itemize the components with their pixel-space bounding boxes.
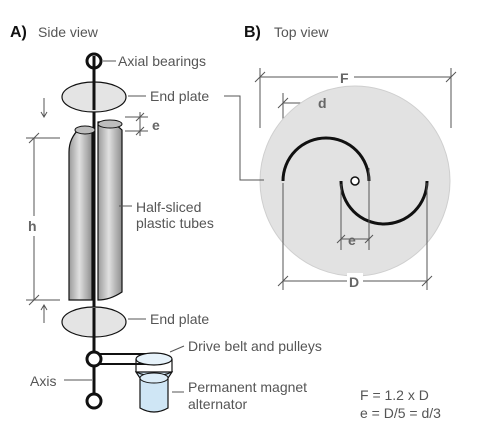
panel-a-title: Side view: [38, 24, 99, 40]
top-e-label: e: [348, 232, 356, 248]
top-F-dimension: [254, 68, 457, 128]
top-e-dimension: [336, 168, 374, 250]
half-sliced-tubes: [68, 119, 123, 301]
axial-bearings-label: Axial bearings: [118, 53, 206, 69]
side-h-label: h: [28, 218, 37, 234]
top-axial-bearing: [85, 52, 103, 82]
bottom-axial-bearing: [85, 392, 103, 410]
panel-b-title: Top view: [274, 24, 329, 40]
top-F-label: F: [340, 70, 349, 86]
permanent-magnet-alternator: [134, 352, 174, 413]
end-plate-top-label: End plate: [150, 88, 209, 104]
top-blade-left: [281, 136, 371, 182]
bottom-plate-gap-arrow: [40, 304, 48, 311]
axis-label: Axis: [30, 373, 56, 389]
top-axis-point: [350, 176, 360, 186]
formula-e: e = D/5 = d/3: [360, 405, 441, 421]
drive-belt-leader: [169, 345, 185, 353]
side-h-dimension: [26, 132, 60, 306]
top-view-panel: B) Top view F d: [224, 24, 457, 421]
bottom-end-plate: [61, 306, 127, 355]
tubes-label-line2: plastic tubes: [136, 215, 214, 231]
top-d-label: d: [318, 95, 327, 111]
tubes-label-line1: Half-sliced: [136, 199, 201, 215]
top-D-dimension: [277, 183, 433, 290]
side-e-label: e: [152, 117, 160, 133]
top-D-label: D: [349, 274, 359, 290]
magnet-label-line2: alternator: [188, 396, 247, 412]
formula-F: F = 1.2 x D: [360, 387, 429, 403]
top-end-plate: [61, 81, 127, 113]
panel-b-letter: B): [244, 24, 261, 41]
end-plate-bottom-label: End plate: [150, 311, 209, 327]
end-plate-connector: [224, 95, 264, 181]
drive-belt-label: Drive belt and pulleys: [188, 338, 322, 354]
panel-a-letter: A): [10, 24, 27, 41]
side-view-panel: A) Side view Axial bearings End plate: [10, 24, 322, 413]
plate-gap-arrow: [40, 111, 48, 118]
magnet-label-line1: Permanent magnet: [188, 379, 307, 395]
top-blade-right: [339, 180, 429, 226]
side-e-dimension: [125, 112, 148, 136]
